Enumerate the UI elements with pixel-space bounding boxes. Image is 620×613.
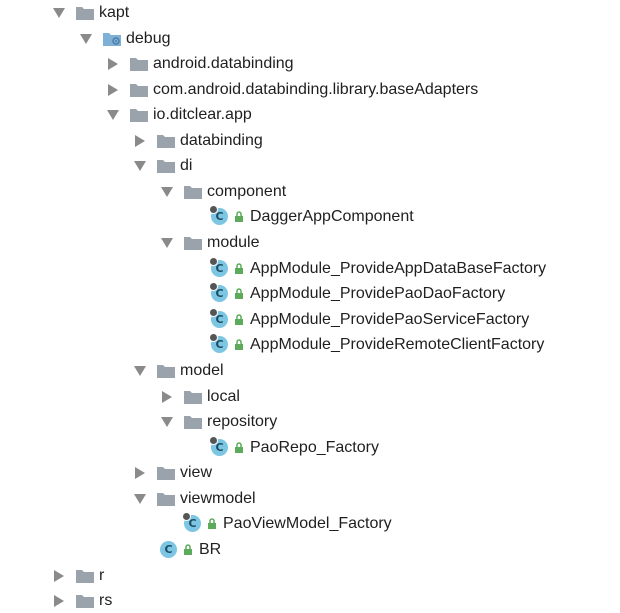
tree-node-di[interactable]: di (133, 153, 192, 178)
tree-node-label: di (180, 157, 193, 174)
tree-node-pao-viewmodel-factory[interactable]: C PaoViewModel_Factory (182, 511, 392, 536)
tree-node-label: model (180, 362, 224, 379)
tree-node-label: BR (199, 541, 222, 558)
class-c-icon: C (182, 512, 217, 532)
tree-node-label: local (207, 388, 240, 405)
class-c-icon: C (160, 541, 193, 558)
tree-node-debug[interactable]: debug (79, 26, 171, 51)
triangle-down-icon[interactable] (160, 185, 174, 199)
triangle-down-icon[interactable] (160, 415, 174, 429)
lock-icon (234, 442, 244, 453)
tree-node-label: repository (207, 413, 278, 430)
triangle-down-icon[interactable] (106, 108, 120, 122)
lock-icon (234, 263, 244, 274)
class-c-icon: C (209, 333, 244, 353)
tree-node-provide-pao-dao-factory[interactable]: C AppModule_ProvidePaoDaoFactory (209, 281, 506, 306)
tree-node-baseadapters[interactable]: com.android.databinding.library.baseAdap… (106, 77, 478, 102)
triangle-right-icon[interactable] (133, 466, 147, 480)
tree-node-component[interactable]: component (160, 179, 286, 204)
generated-folder-icon (103, 32, 121, 46)
tree-node-label: viewmodel (180, 490, 256, 507)
tree-node-label: rs (99, 592, 113, 609)
lock-icon (234, 288, 244, 299)
triangle-down-icon[interactable] (133, 159, 147, 173)
triangle-right-icon[interactable] (106, 57, 120, 71)
tree-node-android-databinding[interactable]: android.databinding (106, 51, 294, 76)
tree-node-kapt[interactable]: kapt (52, 0, 129, 25)
class-c-icon: C (209, 282, 244, 302)
tree-node-label: view (180, 464, 213, 481)
lock-icon (234, 339, 244, 350)
tree-node-label: PaoViewModel_Factory (223, 515, 392, 532)
tree-node-label: AppModule_ProvideAppDataBaseFactory (250, 260, 547, 277)
folder-icon (157, 134, 175, 148)
folder-icon (184, 415, 202, 429)
folder-icon (184, 185, 202, 199)
tree-node-label: android.databinding (153, 55, 294, 72)
tree-node-local[interactable]: local (160, 384, 240, 409)
triangle-right-icon[interactable] (52, 569, 66, 583)
tree-node-label: AppModule_ProvidePaoDaoFactory (250, 285, 506, 302)
triangle-down-icon[interactable] (79, 32, 93, 46)
lock-icon (207, 518, 217, 529)
lock-icon (234, 211, 244, 222)
triangle-down-icon[interactable] (160, 236, 174, 250)
tree-node-view[interactable]: view (133, 460, 212, 485)
folder-icon (76, 6, 94, 20)
tree-node-br[interactable]: C BR (160, 537, 221, 562)
triangle-right-icon[interactable] (52, 594, 66, 608)
class-c-icon: C (209, 205, 244, 225)
tree-node-rs[interactable]: rs (52, 588, 112, 613)
folder-icon (157, 466, 175, 480)
triangle-right-icon[interactable] (160, 390, 174, 404)
tree-node-provide-app-database-factory[interactable]: C AppModule_ProvideAppDataBaseFactory (209, 256, 547, 281)
tree-node-label: AppModule_ProvideRemoteClientFactory (250, 336, 545, 353)
tree-node-viewmodel[interactable]: viewmodel (133, 486, 256, 511)
triangle-right-icon[interactable] (106, 83, 120, 97)
tree-node-label: module (207, 234, 260, 251)
tree-node-provide-pao-service-factory[interactable]: C AppModule_ProvidePaoServiceFactory (209, 307, 530, 332)
tree-node-label: PaoRepo_Factory (250, 439, 379, 456)
tree-node-label: AppModule_ProvidePaoServiceFactory (250, 311, 530, 328)
triangle-down-icon[interactable] (52, 6, 66, 20)
lock-icon (234, 314, 244, 325)
tree-node-model[interactable]: model (133, 358, 224, 383)
lock-icon (183, 544, 193, 555)
folder-icon (76, 569, 94, 583)
tree-node-label: debug (126, 30, 171, 47)
triangle-down-icon[interactable] (133, 492, 147, 506)
tree-node-label: component (207, 183, 287, 200)
tree-node-label: io.ditclear.app (153, 106, 252, 123)
folder-icon (157, 364, 175, 378)
folder-icon (157, 159, 175, 173)
folder-icon (184, 390, 202, 404)
triangle-right-icon[interactable] (133, 134, 147, 148)
tree-node-pao-repo-factory[interactable]: C PaoRepo_Factory (209, 435, 379, 460)
tree-node-label: r (99, 567, 105, 584)
tree-node-r[interactable]: r (52, 563, 104, 588)
tree-node-label: kapt (99, 4, 130, 21)
tree-node-label: DaggerAppComponent (250, 208, 414, 225)
triangle-down-icon[interactable] (133, 364, 147, 378)
folder-icon (130, 83, 148, 97)
folder-icon (130, 57, 148, 71)
tree-node-io-ditclear-app[interactable]: io.ditclear.app (106, 102, 252, 127)
class-c-icon: C (209, 257, 244, 277)
folder-icon (130, 108, 148, 122)
class-c-icon: C (209, 436, 244, 456)
folder-icon (184, 236, 202, 250)
tree-node-provide-remote-client-factory[interactable]: C AppModule_ProvideRemoteClientFactory (209, 332, 545, 357)
tree-node-module[interactable]: module (160, 230, 259, 255)
tree-node-databinding[interactable]: databinding (133, 128, 263, 153)
tree-node-repository[interactable]: repository (160, 409, 277, 434)
folder-icon (157, 492, 175, 506)
tree-node-label: com.android.databinding.library.baseAdap… (153, 81, 479, 98)
tree-node-label: databinding (180, 132, 263, 149)
folder-icon (76, 594, 94, 608)
class-c-icon: C (209, 308, 244, 328)
tree-node-dagger-app-component[interactable]: C DaggerAppComponent (209, 204, 414, 229)
